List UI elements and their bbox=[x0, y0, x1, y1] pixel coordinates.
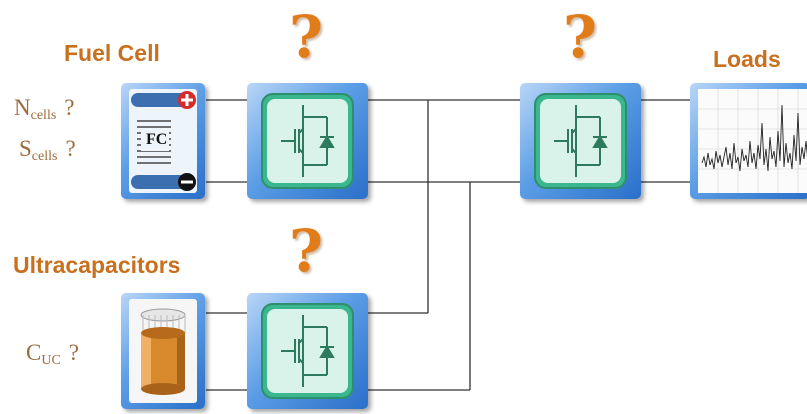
param-n-sub: cells bbox=[30, 108, 57, 123]
param-n-symbol: N bbox=[14, 95, 31, 120]
igbt-diode-icon bbox=[554, 105, 608, 177]
fuel-cell-title: Fuel Cell bbox=[64, 40, 160, 66]
param-n-mark: ? bbox=[64, 95, 75, 120]
param-c-symbol: C bbox=[26, 340, 42, 365]
fuel-cell-badge: FC bbox=[146, 131, 168, 148]
param-c-mark: ? bbox=[68, 340, 80, 365]
load-converter bbox=[520, 83, 641, 199]
igbt-diode-icon bbox=[281, 315, 335, 387]
ultracapacitor-icon bbox=[129, 299, 197, 403]
param-c-uc: CUC? bbox=[26, 340, 79, 369]
loads-block bbox=[690, 83, 807, 199]
ultracap-converter bbox=[247, 293, 368, 409]
param-n-cells: Ncells? bbox=[14, 95, 75, 124]
ultracapacitors-title: Ultracapacitors bbox=[13, 252, 181, 278]
param-s-symbol: S bbox=[19, 136, 32, 161]
param-s-mark: ? bbox=[65, 136, 76, 161]
question-mark-load-converter: ? bbox=[563, 3, 597, 71]
question-mark-fc-converter: ? bbox=[289, 3, 323, 71]
fuel-cell-icon bbox=[129, 89, 197, 193]
load-profile-icon bbox=[698, 89, 807, 193]
param-s-sub: cells bbox=[31, 149, 58, 164]
igbt-diode-icon bbox=[281, 105, 335, 177]
question-mark-uc-converter: ? bbox=[289, 217, 323, 285]
ultracapacitor-block bbox=[121, 293, 205, 409]
param-s-cells: Scells? bbox=[19, 136, 76, 165]
fuel-cell-converter bbox=[247, 83, 368, 199]
param-c-sub: UC bbox=[41, 353, 61, 368]
loads-title: Loads bbox=[713, 46, 781, 72]
fuel-cell-block: FC bbox=[121, 83, 205, 199]
